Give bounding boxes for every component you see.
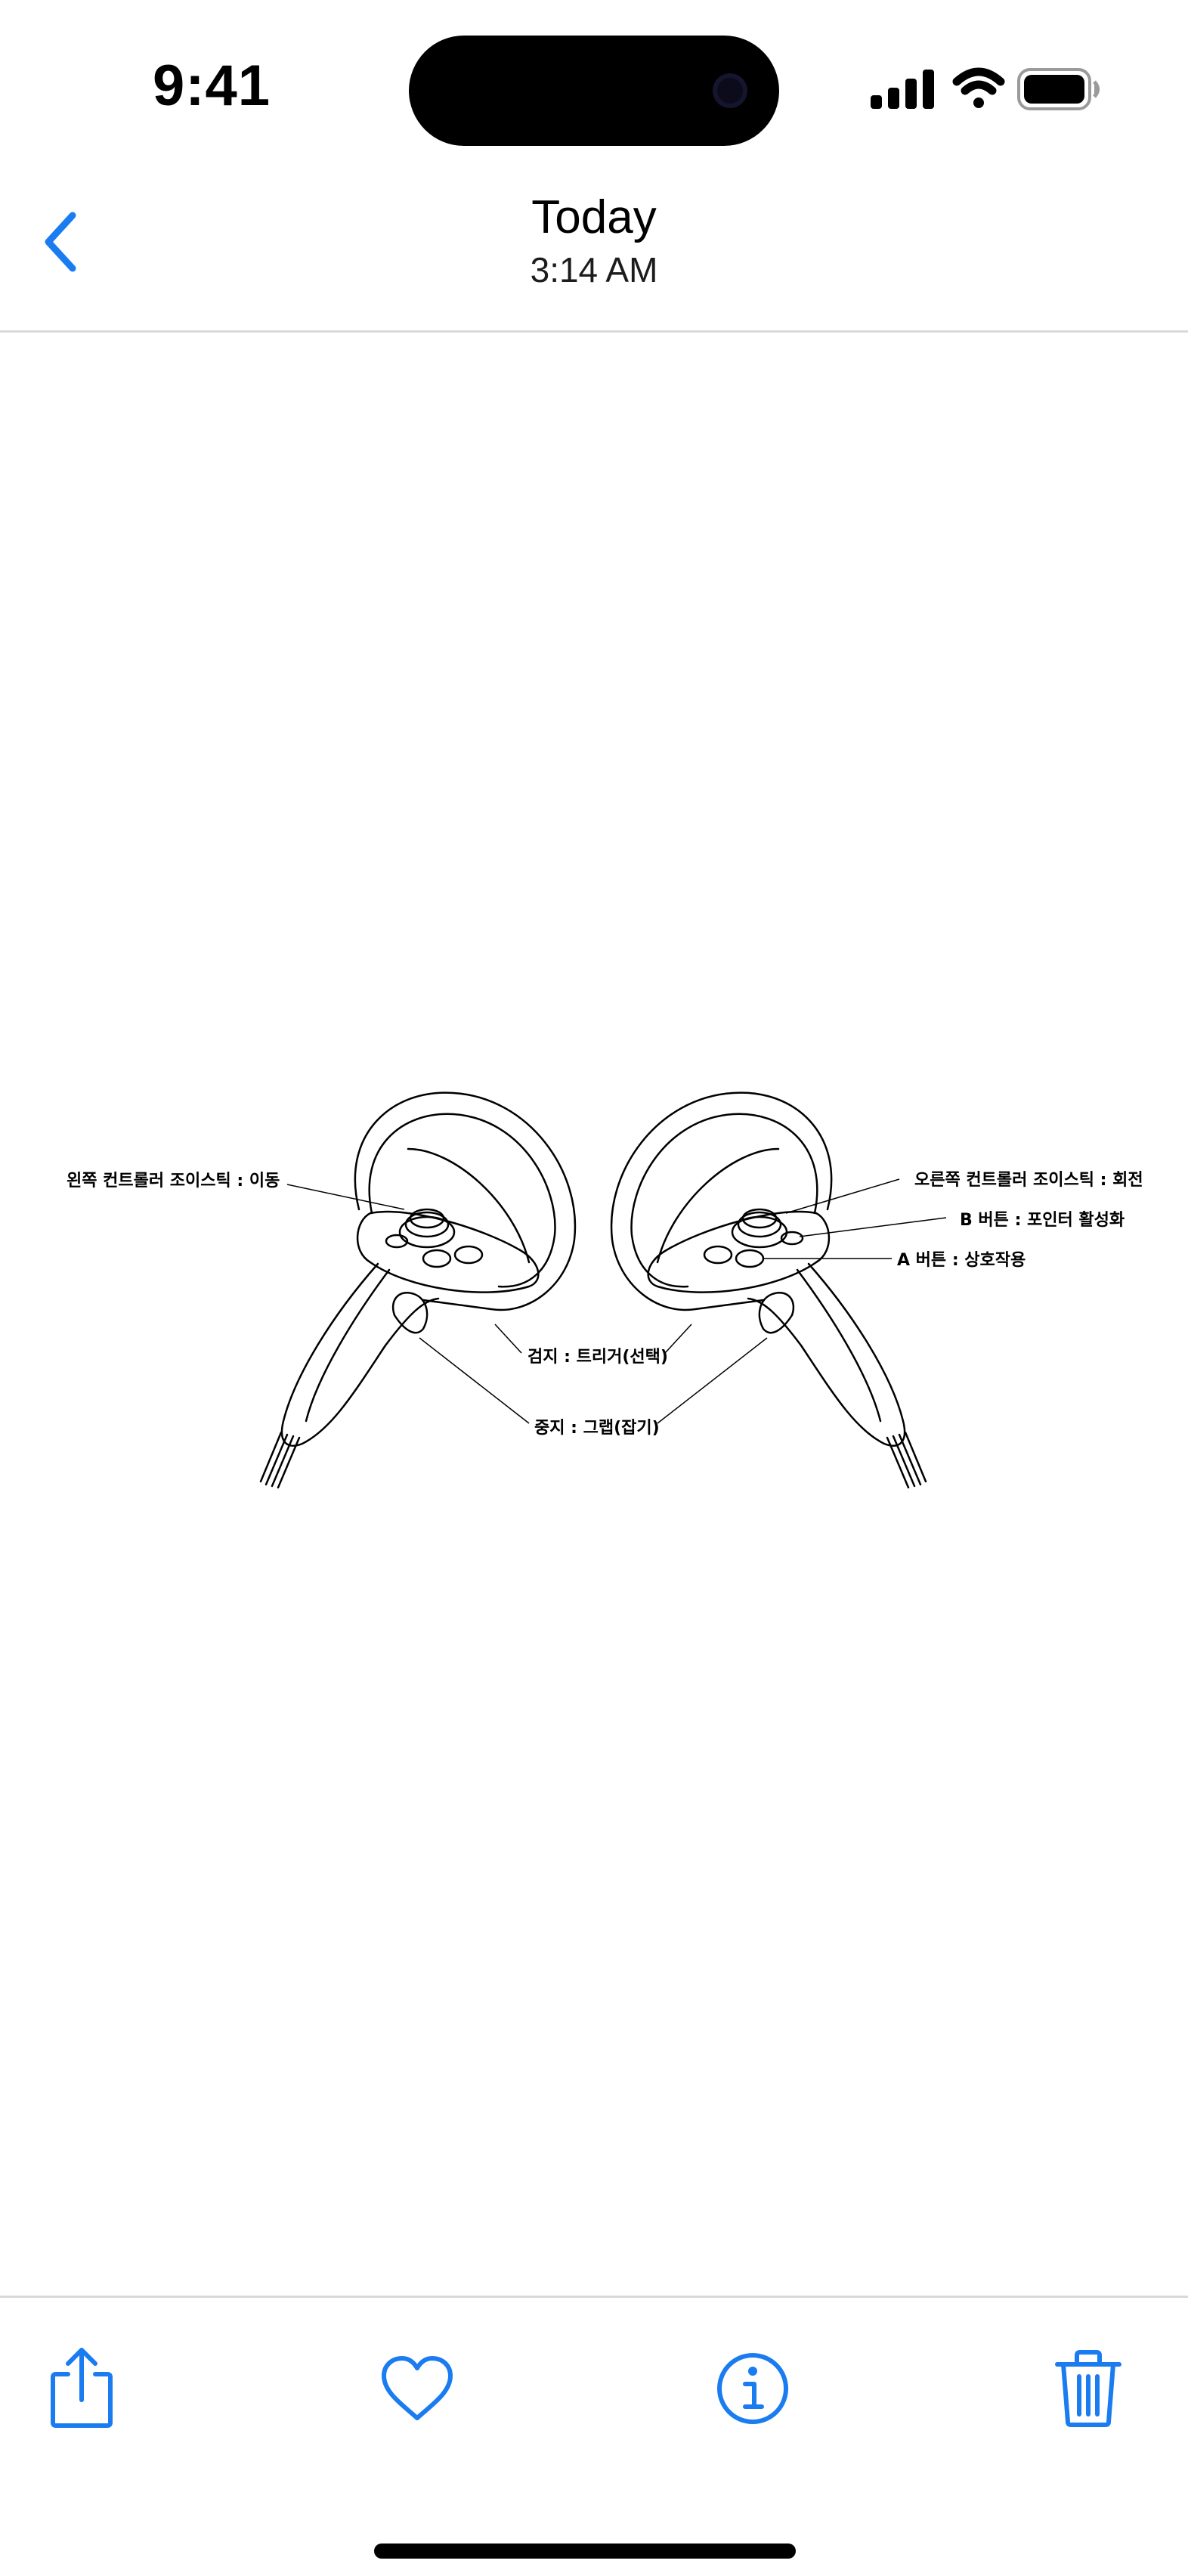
share-icon bbox=[51, 2348, 113, 2428]
label-trigger: 검지 : 트리거(선택) bbox=[527, 1348, 668, 1367]
dynamic-island bbox=[409, 36, 779, 146]
front-camera-icon bbox=[713, 73, 747, 108]
wifi-icon bbox=[952, 67, 1005, 108]
chevron-left-icon bbox=[45, 212, 76, 272]
bottom-toolbar bbox=[0, 2296, 1188, 2576]
label-right-joystick: 오른쪽 컨트롤러 조이스틱 : 회전 bbox=[914, 1171, 1143, 1190]
label-b-button: B 버튼 : 포인터 활성화 bbox=[960, 1211, 1125, 1230]
status-icons-graphic bbox=[871, 67, 1100, 110]
nav-subtitle: 3:14 AM bbox=[530, 250, 658, 289]
heart-icon bbox=[382, 2356, 453, 2420]
label-a-button: A 버튼 : 상호작용 bbox=[897, 1251, 1026, 1270]
status-bar: 9:41 bbox=[0, 0, 1188, 159]
vr-controllers-illustration bbox=[259, 1091, 947, 1489]
share-button[interactable] bbox=[36, 2343, 127, 2434]
photo-content[interactable]: 왼쪽 컨트롤러 조이스틱 : 이동 오른쪽 컨트롤러 조이스틱 : 회전 B 버… bbox=[0, 333, 1188, 2296]
cellular-signal-icon bbox=[871, 70, 934, 109]
home-indicator[interactable] bbox=[374, 2543, 796, 2559]
nav-title: Today bbox=[531, 191, 657, 243]
navigation-bar: Today 3:14 AM bbox=[0, 159, 1188, 333]
status-icons bbox=[871, 0, 1188, 159]
label-left-joystick: 왼쪽 컨트롤러 조이스틱 : 이동 bbox=[67, 1172, 280, 1190]
info-button[interactable] bbox=[707, 2343, 798, 2434]
delete-button[interactable] bbox=[1043, 2343, 1134, 2434]
leader-lines bbox=[286, 1178, 947, 1424]
back-button[interactable] bbox=[15, 197, 106, 287]
right-controller-drawing bbox=[610, 1091, 927, 1489]
label-grip: 중지 : 그랩(잡기) bbox=[534, 1419, 660, 1438]
info-icon bbox=[717, 2353, 788, 2424]
status-time: 9:41 bbox=[152, 54, 271, 118]
left-controller-drawing bbox=[259, 1091, 577, 1489]
battery-icon bbox=[1017, 68, 1100, 110]
trash-icon bbox=[1055, 2350, 1121, 2427]
favorite-button[interactable] bbox=[372, 2343, 463, 2434]
